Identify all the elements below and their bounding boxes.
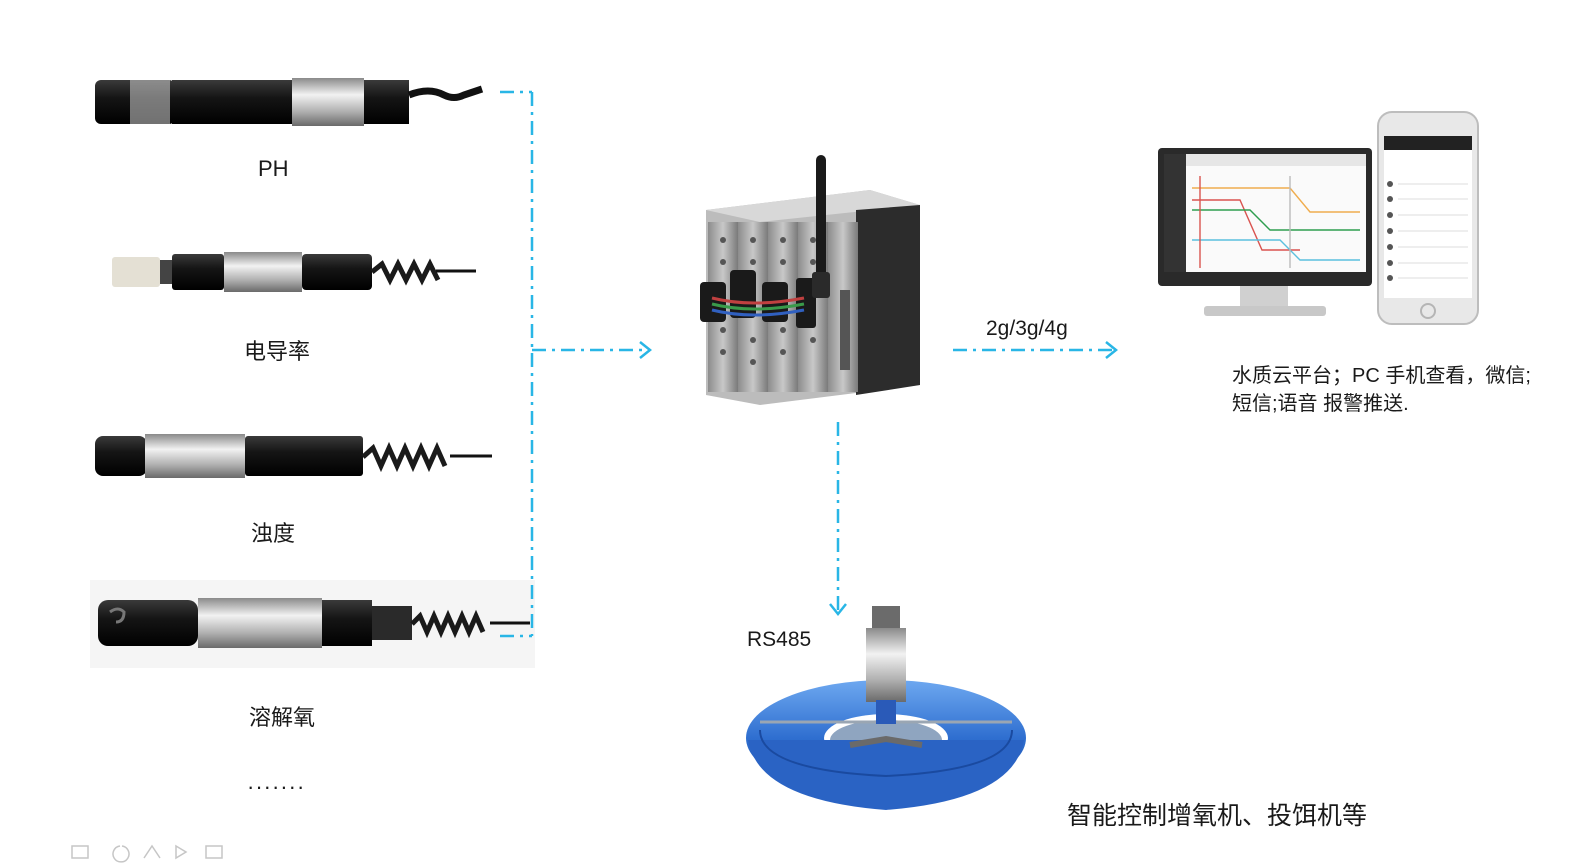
data-gateway-icon: [700, 155, 920, 405]
more-sensors-ellipsis: ·······: [247, 774, 306, 799]
downlink-label: RS485: [747, 628, 812, 651]
platform-description-line2: 短信;语音 报警推送.: [1232, 393, 1409, 415]
edit-icon[interactable]: [205, 845, 223, 859]
aerator-icon: [746, 606, 1026, 810]
aerator-caption: 智能控制增氧机、投饵机等: [1067, 802, 1368, 830]
dissolved-oxygen-label: 溶解氧: [249, 705, 316, 730]
to-platform-arrowhead: [1105, 341, 1119, 359]
ph-label: PH: [258, 156, 289, 181]
conductivity-probe-icon: [112, 252, 476, 292]
monitor-and-phone-icon: [1158, 111, 1479, 325]
slide-icon[interactable]: [71, 845, 89, 859]
rewind-icon[interactable]: [112, 845, 130, 863]
sensor-bus-connector: [500, 90, 648, 638]
platform-description-line1: 水质云平台；PC 手机查看，微信;: [1232, 365, 1531, 387]
play-icon[interactable]: [175, 844, 188, 860]
home-icon[interactable]: [143, 844, 161, 859]
platform-description: 水质云平台；PC 手机查看，微信; 短信;语音 报警推送.: [1232, 362, 1572, 418]
to-aerator-arrowhead: [829, 603, 847, 617]
turbidity-label: 浊度: [251, 521, 296, 546]
uplink-label: 2g/3g/4g: [986, 317, 1068, 340]
dissolved-oxygen-probe-icon: [90, 580, 535, 668]
conductivity-label: 电导率: [244, 339, 311, 364]
turbidity-probe-icon: [95, 434, 492, 478]
to-gateway-arrowhead: [639, 341, 653, 359]
slide-toolbar: [71, 844, 223, 863]
ph-probe-icon: [95, 78, 484, 126]
